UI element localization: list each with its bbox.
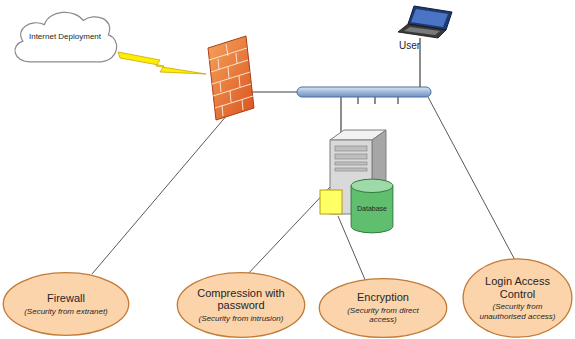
leader-line (246, 186, 331, 276)
node-heading: Firewall (18, 292, 115, 305)
node-text: Encryption (Security from direct access) (334, 291, 433, 324)
node-heading: Database (350, 205, 394, 213)
internet-cloud: Internet Deployment (8, 6, 122, 68)
feature-ellipse: Encryption (Security from direct access) (318, 278, 448, 338)
network-wire (250, 91, 298, 92)
file-icon (320, 190, 342, 214)
node-text: Internet Deployment (20, 32, 111, 41)
feature-ellipse: Firewall (Security from extranet) (2, 272, 130, 336)
lightning-bolt (118, 52, 206, 74)
leader-line (92, 114, 228, 274)
feature-ellipse: Compression with password (Security from … (176, 272, 306, 338)
network-bus (297, 87, 431, 136)
node-text: Database (350, 205, 394, 213)
device-label: User (399, 40, 420, 51)
leader-lines (92, 97, 516, 282)
node-note: (Security from intrusion) (192, 314, 291, 323)
feature-ellipse: Login Access Control (Security from unaut… (462, 258, 573, 338)
node-note: (Security from unauthorised access) (476, 302, 560, 320)
node-text: Firewall (Security from extranet) (18, 292, 115, 316)
node-heading: Login Access Control (476, 275, 560, 300)
node-heading: Encryption (334, 291, 433, 304)
firewall-icon (208, 36, 254, 120)
database-cylinder: Database (350, 178, 394, 234)
node-note: (Security from direct access) (334, 306, 433, 324)
node-heading: Compression with password (192, 287, 291, 312)
node-text: Compression with password (Security from … (192, 287, 291, 323)
laptop-icon (398, 6, 452, 87)
node-heading: Internet Deployment (20, 32, 111, 41)
leader-line (428, 97, 516, 262)
node-text: Login Access Control (Security from unaut… (476, 275, 560, 321)
node-note: (Security from extranet) (18, 307, 115, 316)
